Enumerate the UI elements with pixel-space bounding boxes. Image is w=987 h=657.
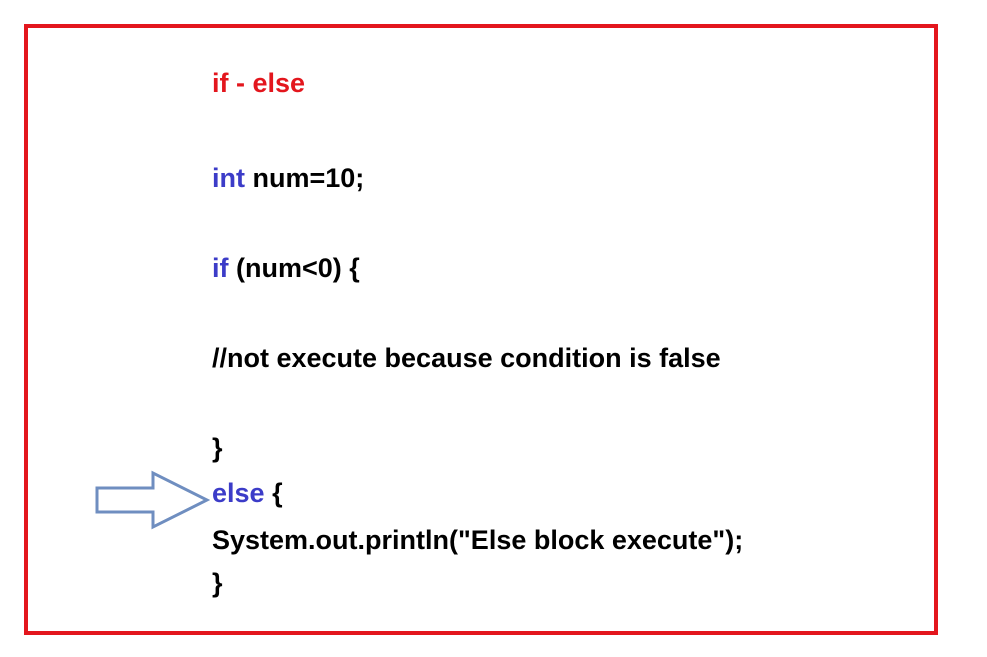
code-line-if-statement: if (num<0) { [212, 255, 360, 282]
code-line-println: System.out.println("Else block execute")… [212, 525, 744, 555]
code-line-comment: //not execute because condition is false [212, 343, 721, 373]
keyword-else: else [212, 478, 265, 508]
diagram-title: if - else [212, 68, 306, 98]
keyword-if: if [212, 253, 229, 283]
code-line-else-statement: else { [212, 480, 283, 507]
code-line-if-close-brace: } [212, 433, 223, 463]
right-arrow-icon [95, 470, 210, 530]
diagram-frame [24, 24, 938, 635]
keyword-int: int [212, 163, 245, 193]
code-text: num=10; [245, 163, 365, 193]
code-line-else-close-brace: } [212, 568, 223, 598]
code-text: (num<0) { [228, 253, 360, 283]
code-text: { [264, 478, 283, 508]
code-line-int-declaration: int num=10; [212, 165, 364, 192]
